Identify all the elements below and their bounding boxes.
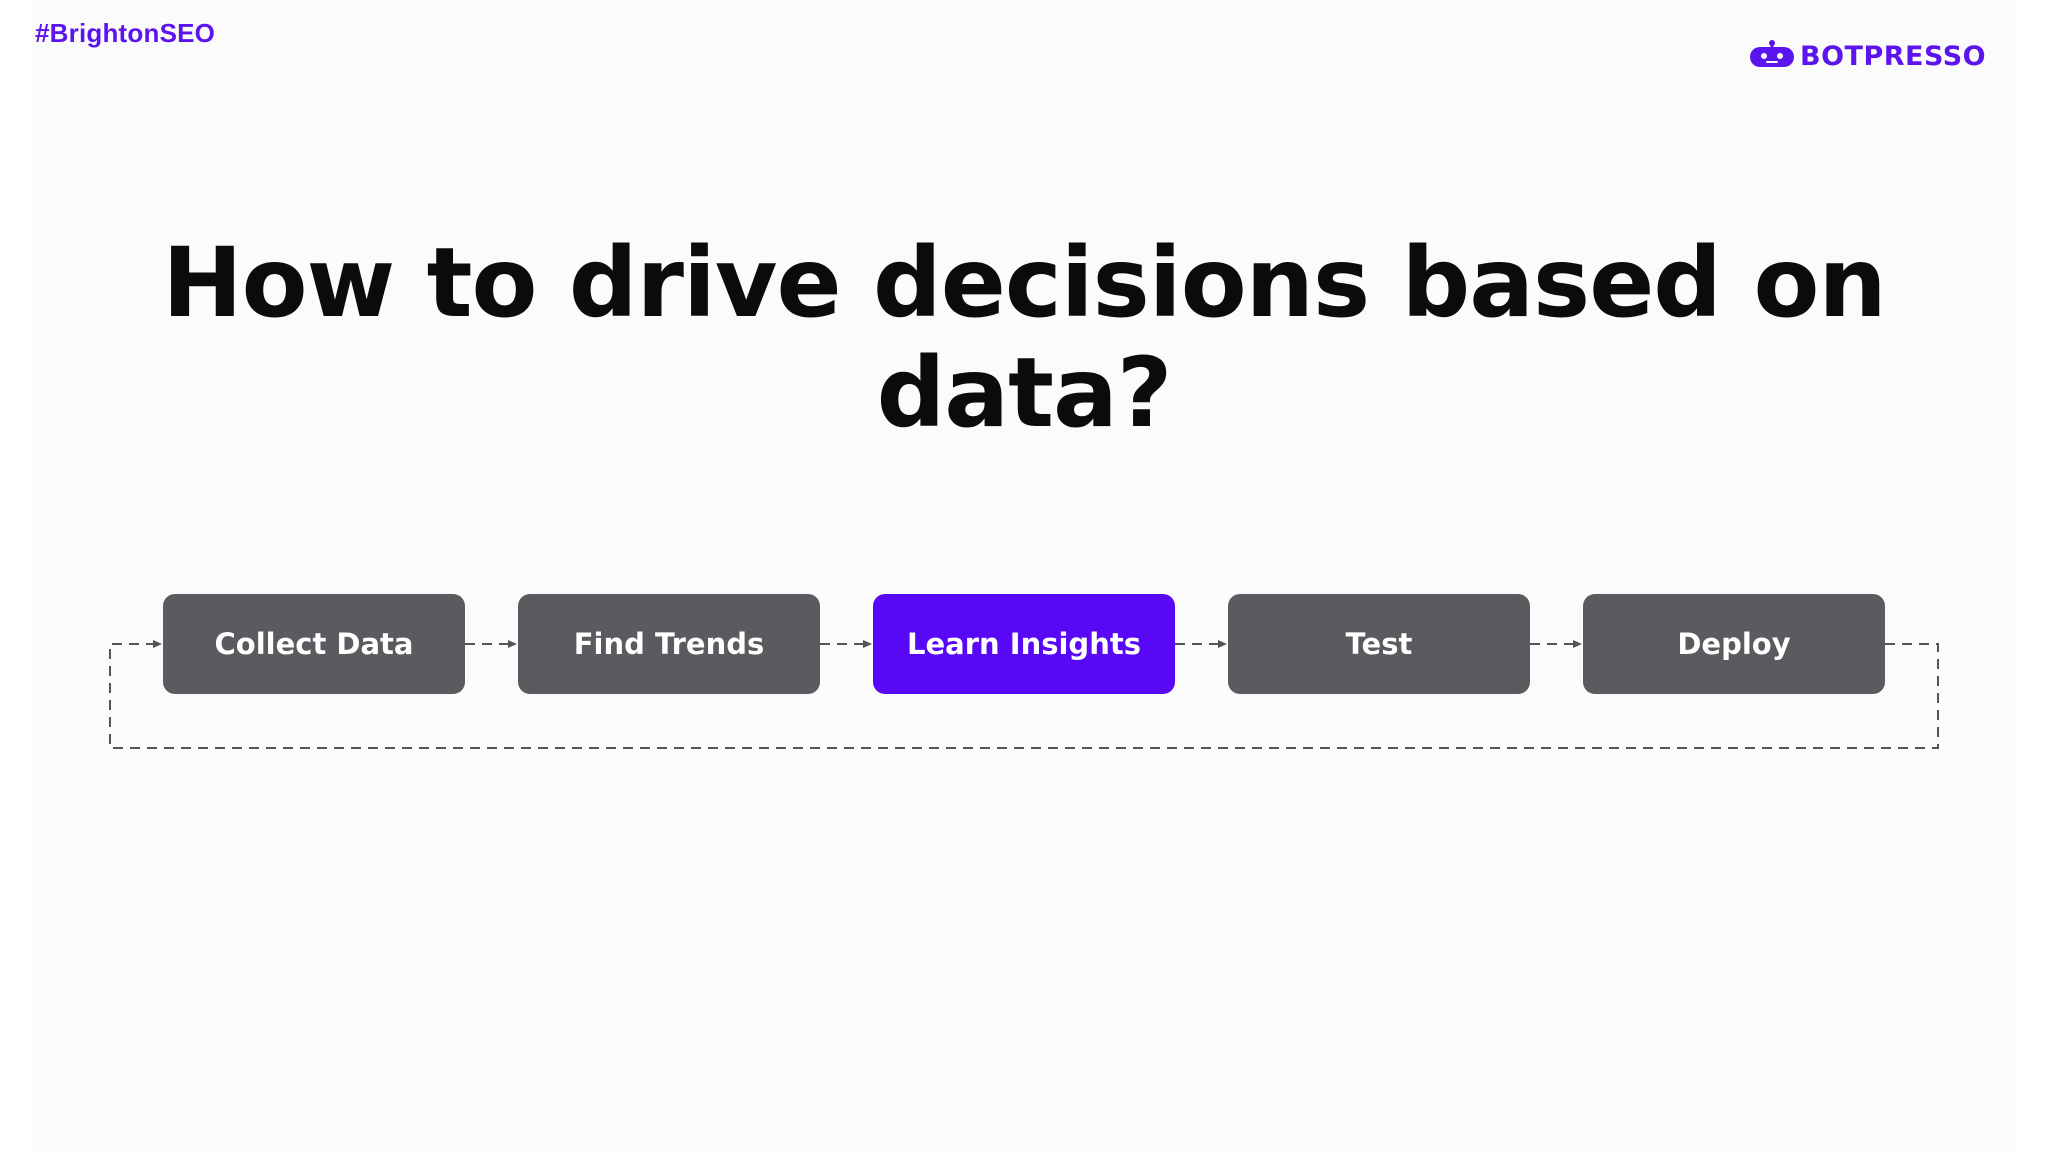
event-hashtag: #BrightonSEO <box>35 18 216 48</box>
slide-title: How to drive decisions based on data? <box>162 227 1886 449</box>
slide-background <box>32 0 2016 1152</box>
feedback-loop-arrow <box>109 640 1939 749</box>
robot-icon <box>1748 38 1796 75</box>
step-deploy: Deploy <box>1583 594 1885 694</box>
step-find-trends: Find Trends <box>518 594 820 694</box>
brand-name: BOTPRESSO <box>1800 41 1987 72</box>
step-collect-data: Collect Data <box>163 594 465 694</box>
step-test: Test <box>1228 594 1530 694</box>
brand-logo: BOTPRESSO <box>1748 38 1986 75</box>
step-learn-insights: Learn Insights <box>873 594 1175 694</box>
